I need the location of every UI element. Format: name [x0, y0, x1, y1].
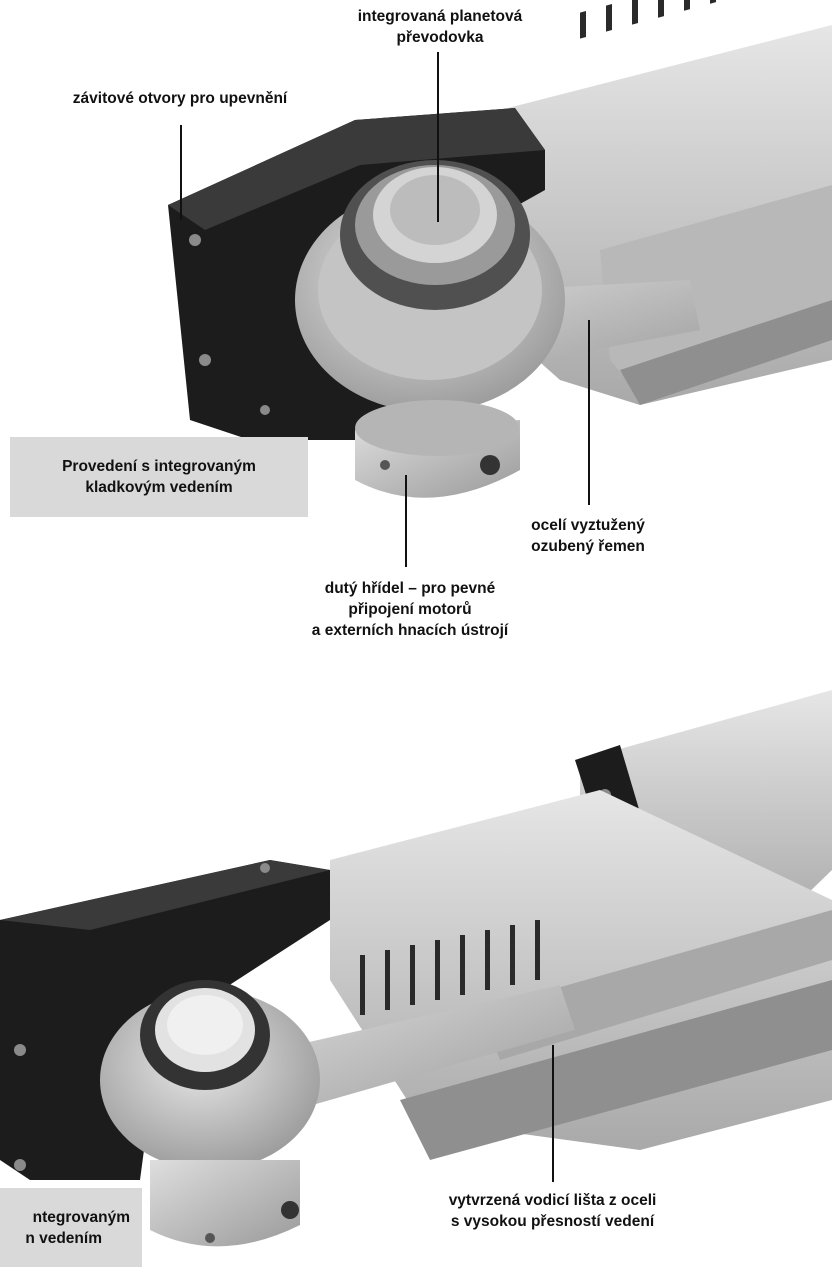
callout-hollow-shaft-line-3: a externích hnacích ústrojí: [311, 622, 509, 639]
top-actuator-illustration: [168, 0, 832, 498]
bottom-carriage: [580, 690, 832, 930]
variant-box-top-line-1: Provedení s integrovaným: [62, 458, 256, 475]
leader-threaded-holes: [180, 125, 182, 220]
variant-box-bottom-line-1: ntegrovaným: [32, 1208, 130, 1226]
callout-hollow-shaft-line-2: připojení motorů: [348, 601, 472, 618]
leader-guide-rail: [552, 1045, 554, 1182]
leader-hollow-shaft: [405, 475, 407, 567]
variant-box-bottom: ntegrovaným n vedením: [0, 1188, 142, 1267]
callout-gearbox-line-2: převodovka: [396, 29, 484, 46]
leader-gearbox: [437, 52, 439, 222]
callout-threaded-holes: závitové otvory pro upevnění: [72, 90, 288, 107]
bottom-actuator-illustration: [0, 690, 832, 1247]
callout-hollow-shaft-line-1: dutý hřídel – pro pevné: [324, 580, 496, 597]
variant-box-top: Provedení s integrovaným kladkovým veden…: [10, 437, 308, 517]
variant-box-top-line-2: kladkovým vedením: [85, 479, 233, 496]
callout-hollow-shaft: dutý hřídel – pro pevné připojení motorů…: [275, 578, 545, 641]
top-belt-teeth: [580, 0, 716, 39]
callout-gearbox-line-1: integrovaná planetová: [357, 8, 523, 25]
callout-belt: ocelí vyztužený ozubený řemen: [478, 515, 698, 557]
variant-box-bottom-line-2: n vedením: [25, 1229, 102, 1247]
callout-guide-rail-line-1: vytvrzená vodicí lišta z oceli: [448, 1192, 657, 1209]
callout-guide-rail: vytvrzená vodicí lišta z oceli s vysokou…: [400, 1190, 705, 1232]
callout-belt-line-2: ozubený řemen: [531, 538, 645, 555]
bottom-belt-teeth: [360, 920, 540, 1015]
callout-belt-line-1: ocelí vyztužený: [531, 517, 645, 534]
callout-guide-rail-line-2: s vysokou přesností vedení: [450, 1213, 655, 1230]
bottom-hollow-shaft: [150, 1160, 300, 1247]
callout-gearbox: integrovaná planetová převodovka: [330, 6, 550, 48]
leader-belt: [588, 320, 590, 505]
